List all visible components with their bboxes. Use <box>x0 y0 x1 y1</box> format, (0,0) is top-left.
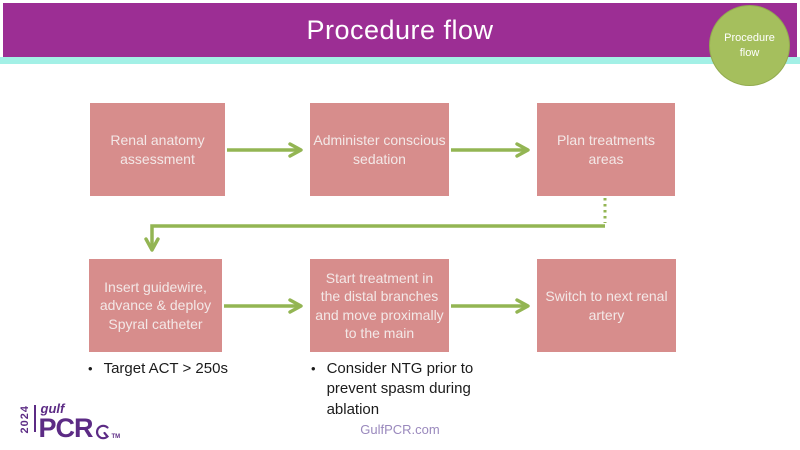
bullet-icon: • <box>88 361 93 376</box>
note-consider-ntg: • Consider NTG prior to prevent spasm du… <box>311 359 479 420</box>
page-title: Procedure flow <box>306 14 494 45</box>
logo-text-block: gulf PCR TM <box>39 402 121 442</box>
logo-pcr-row: PCR TM <box>39 415 121 442</box>
flow-box-renal-anatomy-assessment: Renal anatomy assessment <box>90 103 225 196</box>
flow-box-label: Renal anatomy assessment <box>110 132 205 167</box>
header-bar: Procedure flow <box>3 3 797 57</box>
section-badge-label: Procedure flow <box>724 32 775 59</box>
note-target-act: • Target ACT > 250s <box>88 359 258 379</box>
flow-box-switch-next-renal-artery: Switch to next renal artery <box>537 259 676 352</box>
flow-box-administer-conscious-sedation: Administer conscious sedation <box>310 103 449 196</box>
bullet-icon: • <box>311 361 316 376</box>
flow-box-label: Plan treatments areas <box>556 132 656 167</box>
note-text: Consider NTG prior to prevent spasm duri… <box>326 360 474 418</box>
flow-box-label: Administer conscious sedation <box>313 132 446 167</box>
logo-divider <box>34 405 36 432</box>
gulfpcr-course-icon <box>95 424 109 440</box>
flow-box-label: Switch to next renal artery <box>545 288 668 323</box>
flow-box-start-treatment-distal: Start treatment in the distal branches a… <box>310 259 449 352</box>
logo-pcr-text: PCR <box>38 413 94 443</box>
flow-box-label: Start treatment in the distal branches a… <box>315 269 444 341</box>
logo-gulf-text: gulf <box>40 401 65 416</box>
note-text: Target ACT > 250s <box>103 360 228 377</box>
flow-box-insert-guidewire: Insert guidewire, advance & deploy Spyra… <box>89 259 222 352</box>
gulfpcr-logo: 2024 gulf PCR TM <box>19 402 121 442</box>
elbow-connector <box>144 224 605 252</box>
header-accent-line <box>0 57 800 64</box>
flow-box-plan-treatment-areas: Plan treatments areas <box>537 103 675 196</box>
flow-box-label: Insert guidewire, advance & deploy Spyra… <box>99 278 212 332</box>
logo-tm-text: TM <box>111 434 121 440</box>
section-badge: Procedure flow <box>709 5 790 86</box>
website-text: GulfPCR.com <box>360 422 440 437</box>
